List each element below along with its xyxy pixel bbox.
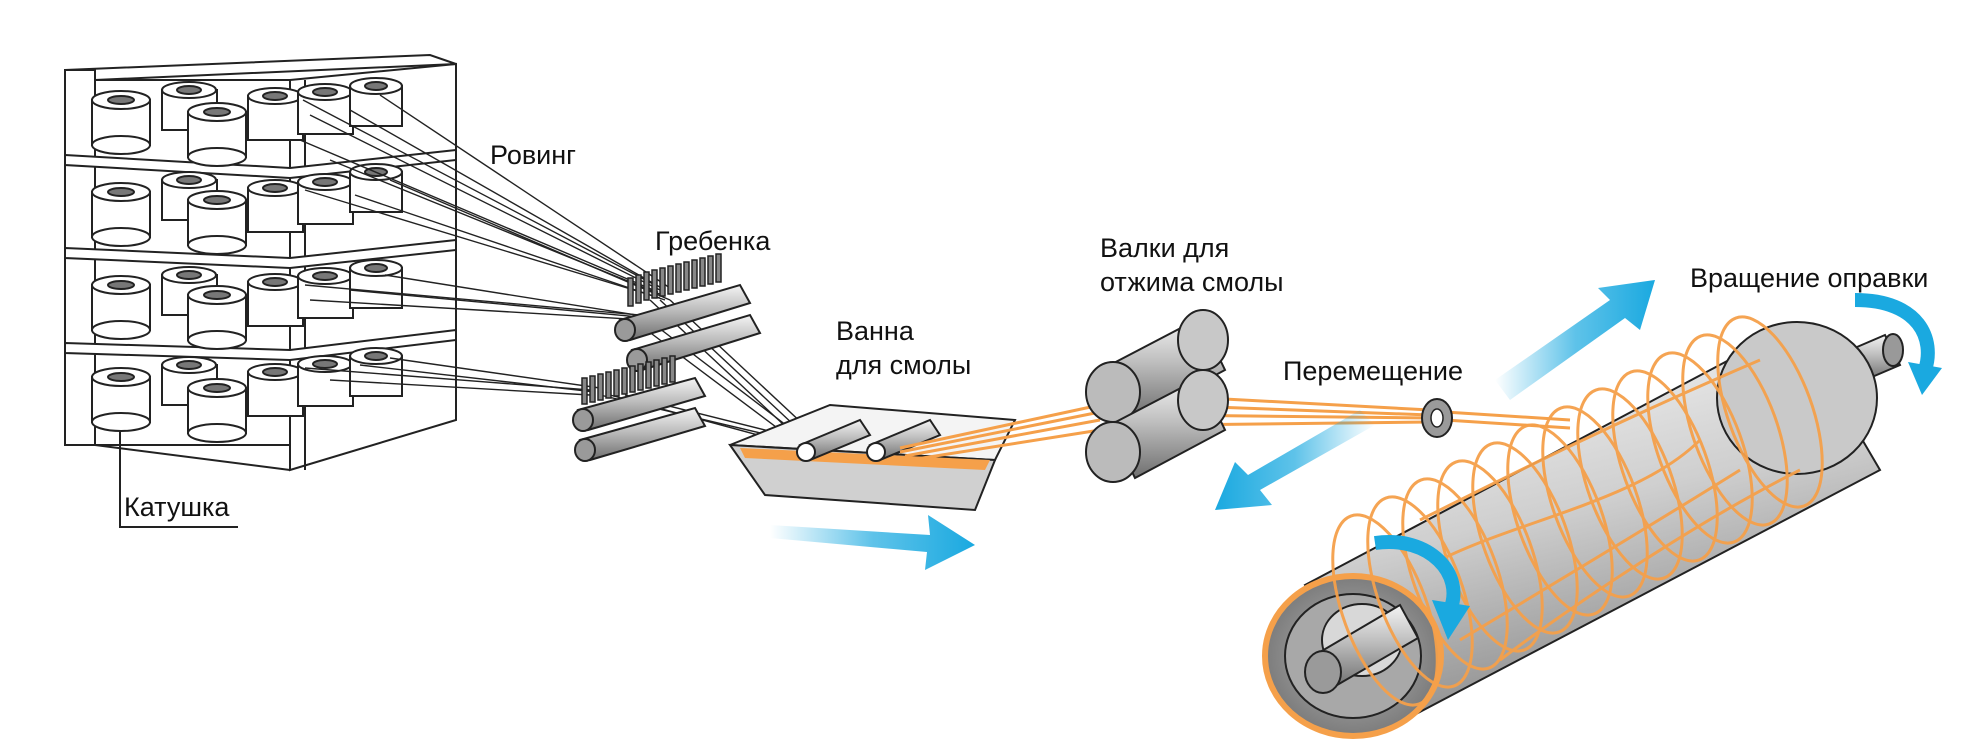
spools	[91, 77, 403, 443]
comb-lower	[572, 355, 707, 462]
feed-direction-arrow	[770, 515, 975, 570]
label-squeeze-rollers-line2: отжима смолы	[1100, 266, 1284, 297]
comb-upper	[614, 253, 762, 372]
spool-leader-line	[119, 430, 238, 528]
mandrel-windings	[1331, 315, 1824, 707]
label-resin-bath-line2: для смолы	[836, 349, 972, 380]
traverse-arrow-left	[1215, 410, 1375, 510]
label-mandrel-rotation: Вращение оправки	[1690, 263, 1929, 293]
guide-ring	[1421, 398, 1453, 438]
label-traverse: Перемещение	[1283, 356, 1463, 386]
label-comb: Гребенка	[655, 226, 771, 256]
traverse-arrow-right	[1495, 280, 1655, 400]
rotation-arrow-right	[1854, 293, 1942, 395]
label-resin-bath-line1: Ванна	[836, 316, 914, 346]
squeeze-rollers	[1085, 309, 1229, 483]
label-resin-bath: Ванна для смолы	[836, 315, 971, 383]
label-squeeze-rollers-line1: Валки для	[1100, 233, 1230, 263]
rotation-arrow-left	[1373, 534, 1470, 640]
resin-bath	[727, 403, 1017, 512]
label-squeeze-rollers: Валки для отжима смолы	[1100, 232, 1284, 300]
label-roving: Ровинг	[490, 140, 577, 170]
label-spool: Катушка	[124, 492, 230, 522]
